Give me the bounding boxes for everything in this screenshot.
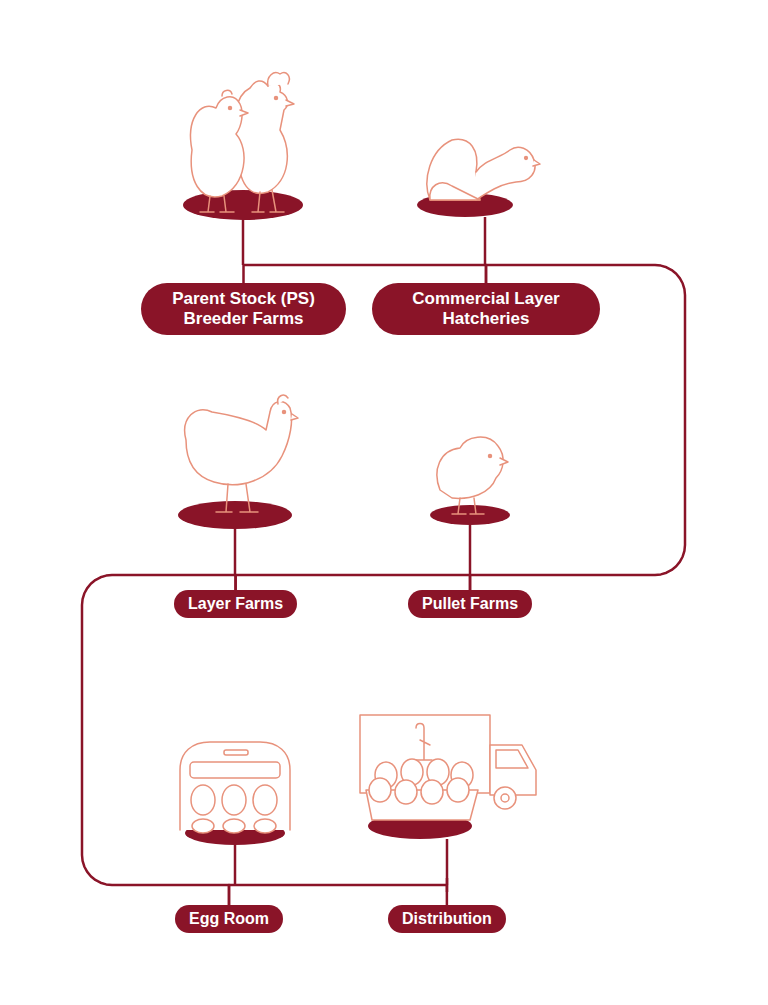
stage-label: Commercial Layer Hatcheries: [386, 289, 586, 329]
stage-pill: Egg Room: [175, 905, 283, 933]
flow-line: [229, 885, 447, 905]
stage-label: Layer Farms: [188, 594, 283, 614]
flow-line: [236, 575, 470, 590]
carton-eggs: [369, 759, 473, 804]
stage-label: Egg Room: [189, 909, 269, 929]
stage-label: Pullet Farms: [422, 594, 518, 614]
stage-pill: Pullet Farms: [408, 590, 532, 618]
stage-pill: Distribution: [388, 905, 506, 933]
chickens: [180, 73, 540, 833]
stage-pill: Layer Farms: [174, 590, 297, 618]
flow-line: [82, 575, 236, 905]
stage-pill: Commercial Layer Hatcheries: [372, 283, 600, 335]
stage-label: Distribution: [402, 909, 492, 929]
stage-pill: Parent Stock (PS) Breeder Farms: [141, 283, 346, 335]
egg-row: [191, 785, 277, 833]
flow-line: [244, 265, 487, 283]
stage-label: Parent Stock (PS) Breeder Farms: [155, 289, 332, 329]
